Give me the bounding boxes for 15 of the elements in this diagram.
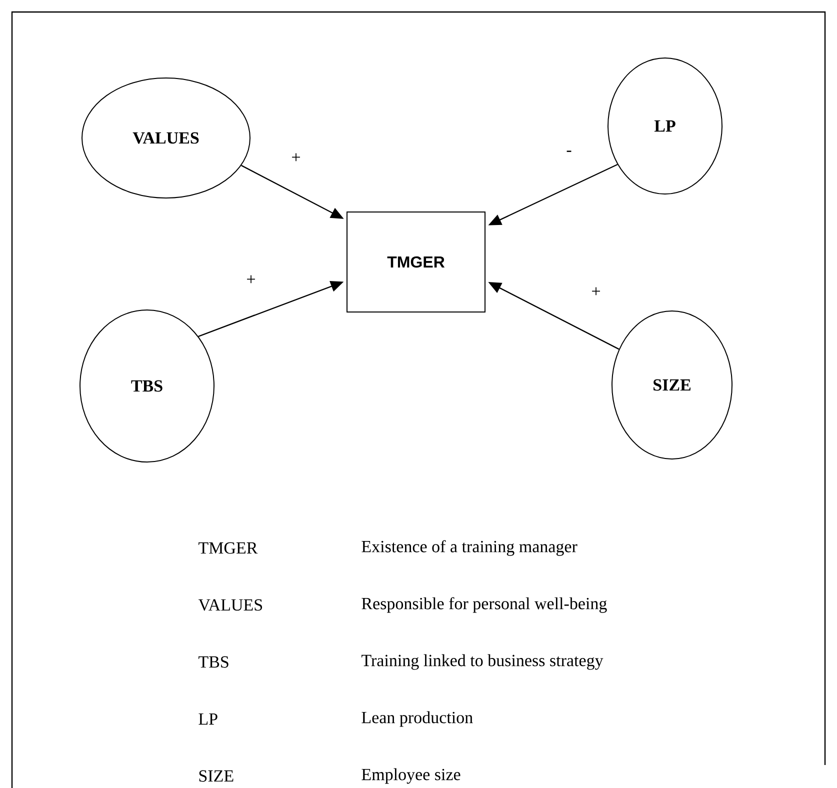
abbreviation: VALUES: [198, 599, 262, 611]
sign-label: +: [592, 287, 600, 296]
sign-label: +: [247, 275, 255, 284]
sign-label: +: [292, 153, 300, 162]
abbreviation: LP: [198, 713, 218, 725]
definition: Responsible for personal well-being: [362, 597, 607, 613]
definition: Existence of a training manager: [362, 540, 578, 556]
definition: Employee size: [362, 768, 460, 784]
sign-label: -: [566, 150, 572, 152]
definition: Lean production: [362, 711, 473, 727]
abbreviation: SIZE: [199, 770, 234, 782]
abbreviation: TMGER: [198, 542, 258, 554]
abbreviation: TBS: [198, 656, 228, 668]
process-box: TMGER: [346, 212, 486, 312]
definition: Training linked to business strategy: [362, 654, 604, 670]
